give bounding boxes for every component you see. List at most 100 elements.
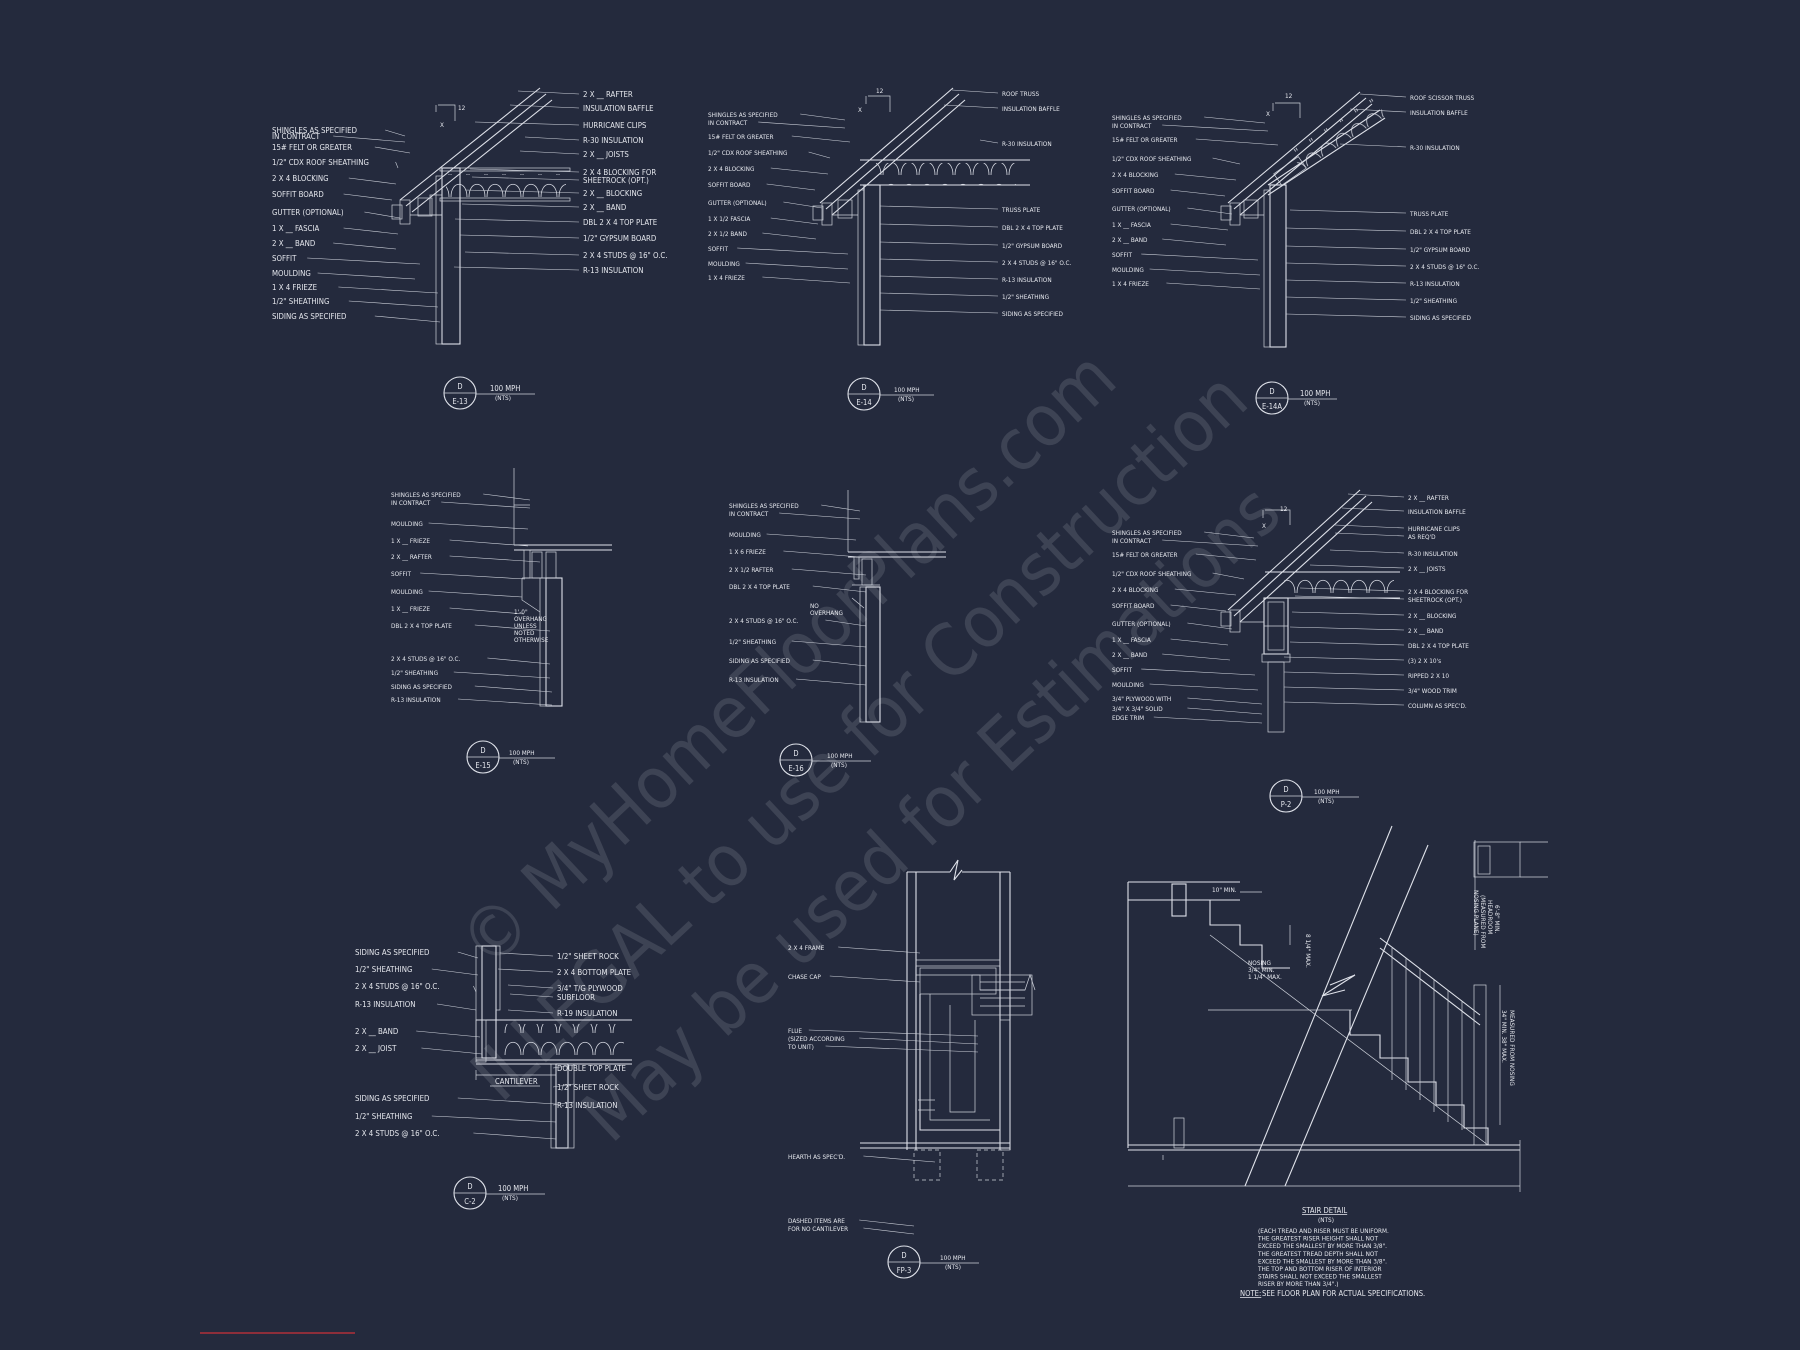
labels-left-12: 3/4" X 3/4" SOLID [1112, 705, 1163, 713]
leader-line [1339, 143, 1407, 148]
pitch-run-label: X [440, 121, 444, 129]
labels-left-10: MOULDING [272, 269, 311, 278]
labels-left-6: DASHED ITEMS ARE [788, 1217, 845, 1225]
leader-line [343, 193, 393, 201]
overhang-note-line-0: 1'-0" [514, 608, 528, 616]
leader-line [1149, 683, 1259, 691]
detail-tag-e15: D E-15 100 MPH (NTS) [466, 740, 555, 774]
labels-right-0: 2 X __ RAFTER [583, 90, 633, 99]
stair-note-line-6: STAIRS SHALL NOT EXCEED THE SMALLEST [1258, 1273, 1382, 1281]
labels-right-12: R-13 INSULATION [583, 266, 644, 275]
leader-line [808, 151, 831, 159]
tag-letter: D [480, 746, 485, 755]
leader-line [1187, 697, 1263, 705]
labels-right-3: TRUSS PLATE [1001, 206, 1041, 214]
leader-line [1341, 507, 1405, 512]
labels-left-7: 1/2" SHEATHING [729, 638, 776, 646]
leader-line [348, 177, 397, 185]
leader-line [338, 286, 439, 294]
leader-line [766, 533, 857, 541]
labels-left-12: 1/2" SHEATHING [272, 297, 329, 306]
leader-line [395, 161, 399, 169]
labels-right-6: 2 X 4 STUDS @ 16" O.C. [1410, 263, 1479, 271]
labels-left-13: EDGE TRIM [1112, 714, 1144, 722]
leader-line [307, 257, 421, 265]
leader-line [1285, 313, 1407, 318]
leader-line [457, 951, 479, 959]
detail-e16-geometry [847, 490, 946, 723]
labels-left-8: SIDING AS SPECIFIED [729, 657, 791, 665]
wind-rating: 100 MPH [894, 386, 920, 394]
leader-line [483, 493, 531, 501]
leader-line [487, 657, 551, 665]
note-text: SEE FLOOR PLAN FOR ACTUAL SPECIFICATIONS… [1262, 1289, 1425, 1298]
labels-left-2: 15# FELT OR GREATER [1112, 136, 1178, 144]
labels-left-1: CHASE CAP [788, 973, 821, 981]
leader-line [1170, 638, 1229, 646]
leader-line [473, 1132, 557, 1140]
stair-note-line-2: EXCEED THE SMALLEST BY MORE THAN 3/8". [1258, 1242, 1387, 1250]
pitch-rise-label: 12 [1285, 92, 1293, 100]
pitch-rise-label: 12 [876, 87, 884, 95]
leader-line [838, 946, 921, 954]
detail-tag-fp3: D FP-3 100 MPH (NTS) [887, 1245, 979, 1279]
labels-left-7: 1 X __ FASCIA [1112, 636, 1151, 644]
wind-rating: 100 MPH [509, 749, 535, 757]
leader-line [449, 555, 541, 563]
labels-right-9: DBL 2 X 4 TOP PLATE [583, 218, 657, 227]
detail-c2-geometry [475, 945, 632, 1149]
labels-right-10: DBL 2 X 4 TOP PLATE [1408, 642, 1469, 650]
leader-line [421, 1047, 483, 1055]
leader-line [1174, 173, 1237, 181]
labels-right-4: DBL 2 X 4 TOP PLATE [1002, 224, 1063, 232]
labels-right-0: ROOF TRUSS [1002, 90, 1040, 98]
labels-right-5: 1/2" GYPSUM BOARD [1410, 246, 1471, 254]
scale-note: (NTS) [502, 1194, 518, 1202]
leader-line [474, 624, 551, 632]
labels-left-11: 1 X 4 FRIEZE [1112, 280, 1149, 288]
labels-left-8: 2 X 4 STUDS @ 16" O.C. [355, 1129, 440, 1138]
leader-line [509, 993, 554, 998]
leader-line [783, 201, 823, 209]
leader-line [1187, 207, 1233, 215]
stair-detail-scale: (NTS) [1318, 1216, 1334, 1224]
leader-line [1195, 553, 1257, 561]
leader-line [507, 1009, 554, 1014]
labels-left-5: HEARTH AS SPEC'D. [788, 1153, 845, 1161]
labels-right-11: 2 X 4 STUDS @ 16" O.C. [583, 251, 668, 260]
leader-line [1334, 532, 1405, 537]
leader-line [431, 968, 479, 976]
leader-line [879, 241, 999, 246]
tag-letter: D [901, 1251, 906, 1260]
leader-line [441, 501, 531, 509]
stair-dimension-0: 10" MIN. [1212, 886, 1237, 894]
leader-line [1162, 539, 1259, 547]
wind-rating: 100 MPH [827, 752, 853, 760]
labels-right-1: INSULATION BAFFLE [583, 104, 654, 113]
leader-line [812, 659, 867, 667]
labels-right-6: SHEETROCK (OPT.) [583, 176, 649, 185]
labels-right-7: R-13 INSULATION [1410, 280, 1460, 288]
labels-right-3: R-30 INSULATION [583, 136, 644, 145]
labels-left-3: 1/2" CDX ROOF SHEATHING [708, 149, 787, 157]
labels-left-6: GUTTER (OPTIONAL) [272, 208, 344, 217]
labels-left-8: 2 X __ BAND [272, 239, 315, 248]
leader-line [979, 139, 999, 144]
labels-right-0: 1/2" SHEET ROCK [557, 952, 619, 961]
leader-line [552, 1083, 575, 1088]
labels-left-0: SHINGLES AS SPECIFIED [1112, 114, 1182, 122]
leader-line [1294, 595, 1405, 600]
labels-left-5: SOFFIT BOARD [272, 190, 324, 199]
leader-line [737, 247, 849, 255]
stair-notes: (EACH TREAD AND RISER MUST BE UNIFORM.TH… [1257, 1227, 1389, 1288]
labels-left-0: SHINGLES AS SPECIFIED [1112, 529, 1182, 537]
